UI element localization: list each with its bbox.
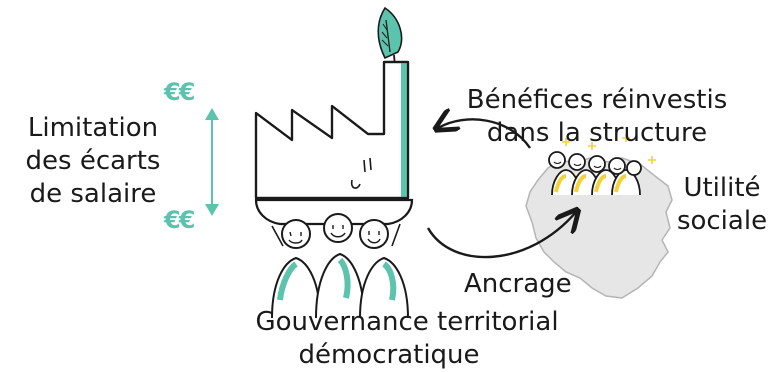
workers-icon (271, 213, 409, 319)
salary-range-arrow (205, 108, 219, 216)
euro-bottom: €€ (164, 206, 195, 234)
leaf-icon (377, 6, 403, 67)
euro-top: €€ (164, 78, 195, 106)
utilite-label: Utilité sociale (670, 172, 774, 238)
benefices-label: Bénéfices réinvestis dans la structure (452, 84, 742, 150)
ancrage-arrow (426, 212, 576, 259)
benefices-line2: dans la structure (486, 118, 708, 148)
ancrage-label: Ancrage (464, 269, 572, 299)
worker-right (359, 219, 409, 319)
limitation-line2: des écarts (25, 146, 161, 176)
utilite-line1: Utilité (683, 173, 761, 203)
limitation-line3: de salaire (29, 179, 157, 209)
gouvernance-line1: Gouvernance territorial (255, 307, 559, 337)
utilite-line2: sociale (676, 206, 768, 236)
community-icon (548, 134, 656, 196)
gouvernance-label: Gouvernance territorial démocratique (222, 306, 592, 372)
worker-left (271, 219, 321, 319)
factory-icon (254, 60, 414, 226)
gouvernance-line2: démocratique (298, 340, 480, 370)
reinvest-arrow (438, 119, 531, 149)
limitation-label: Limitation des écarts de salaire (8, 112, 178, 211)
benefices-line1: Bénéfices réinvestis (466, 85, 728, 115)
worker-middle (315, 213, 365, 319)
limitation-line1: Limitation (27, 113, 159, 143)
